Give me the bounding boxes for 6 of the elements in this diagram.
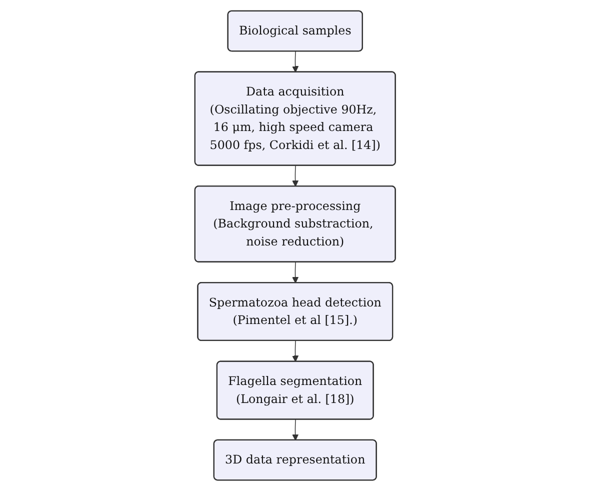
arrow [292, 340, 299, 362]
arrow [292, 51, 299, 72]
flowchart-drawing: Biological samples Data acquisition (Oscillating objective 90Hz, 16 μm, high speed camera 5000 fps, Corkidi et al. [14]) Image pre-processing (Background substraction, noise reduction) Spermatozoa head detection (Pimentel et al [15].) Flagella segmentation (Longair et al. [18]) 3D data representation [189, 5, 402, 486]
arrow [292, 165, 299, 187]
arrow [292, 419, 299, 441]
arrow [292, 262, 299, 284]
